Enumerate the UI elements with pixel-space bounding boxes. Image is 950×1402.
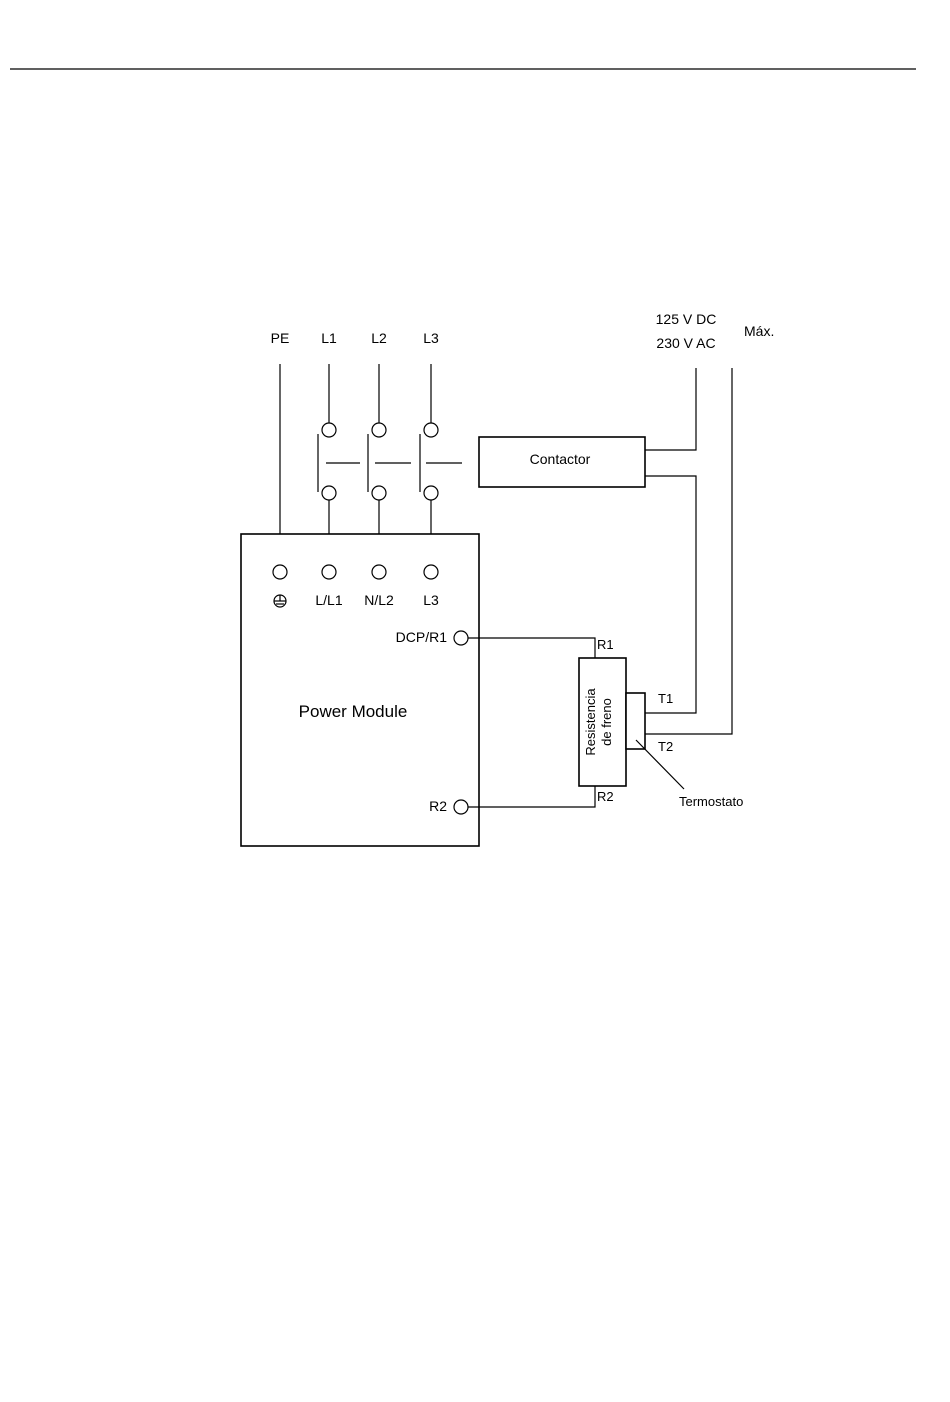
label-l2: L2 xyxy=(371,330,387,346)
label-pe: PE xyxy=(271,330,290,346)
resistor-terminal-r2: R2 xyxy=(597,789,614,804)
wire-dcp-r1-to-r1 xyxy=(468,638,595,658)
terminal-label-dcp-r1: DCP/R1 xyxy=(396,629,448,645)
label-125vdc: 125 V DC xyxy=(656,311,717,327)
thermostat-box xyxy=(626,693,645,749)
contact-l3-top-terminal xyxy=(424,423,438,437)
wire-supply-to-t2 xyxy=(645,368,732,734)
thermostat-terminal-t2: T2 xyxy=(658,739,673,754)
terminal-label-l3: L3 xyxy=(423,592,439,608)
terminal-l-l1 xyxy=(322,565,336,579)
contact-l2-bottom-terminal xyxy=(372,486,386,500)
terminal-r2 xyxy=(454,800,468,814)
contactor-label: Contactor xyxy=(530,451,591,467)
terminal-dcp-r1 xyxy=(454,631,468,645)
resistor-terminal-r1: R1 xyxy=(597,637,614,652)
terminal-label-r2: R2 xyxy=(429,798,447,814)
label-l3: L3 xyxy=(423,330,439,346)
power-module-label: Power Module xyxy=(299,702,408,721)
wire-r2-to-resistor xyxy=(468,786,595,807)
label-max: Máx. xyxy=(744,323,774,339)
wire-contactor-supply xyxy=(645,368,696,450)
wire-contactor-to-t1 xyxy=(645,476,696,713)
thermostat-terminal-t1: T1 xyxy=(658,691,673,706)
thermostat-label: Termostato xyxy=(679,794,743,809)
brake-resistor-label-line2: de freno xyxy=(599,698,614,746)
label-l1: L1 xyxy=(321,330,337,346)
brake-resistor-label-line1: Resistencia xyxy=(583,688,598,756)
contact-l3-bottom-terminal xyxy=(424,486,438,500)
contact-l2-top-terminal xyxy=(372,423,386,437)
terminal-l3 xyxy=(424,565,438,579)
contact-l1-top-terminal xyxy=(322,423,336,437)
contact-l1-bottom-terminal xyxy=(322,486,336,500)
terminal-label-n-l2: N/L2 xyxy=(364,592,394,608)
label-230vac: 230 V AC xyxy=(656,335,715,351)
terminal-pe xyxy=(273,565,287,579)
terminal-label-l-l1: L/L1 xyxy=(315,592,342,608)
terminal-n-l2 xyxy=(372,565,386,579)
